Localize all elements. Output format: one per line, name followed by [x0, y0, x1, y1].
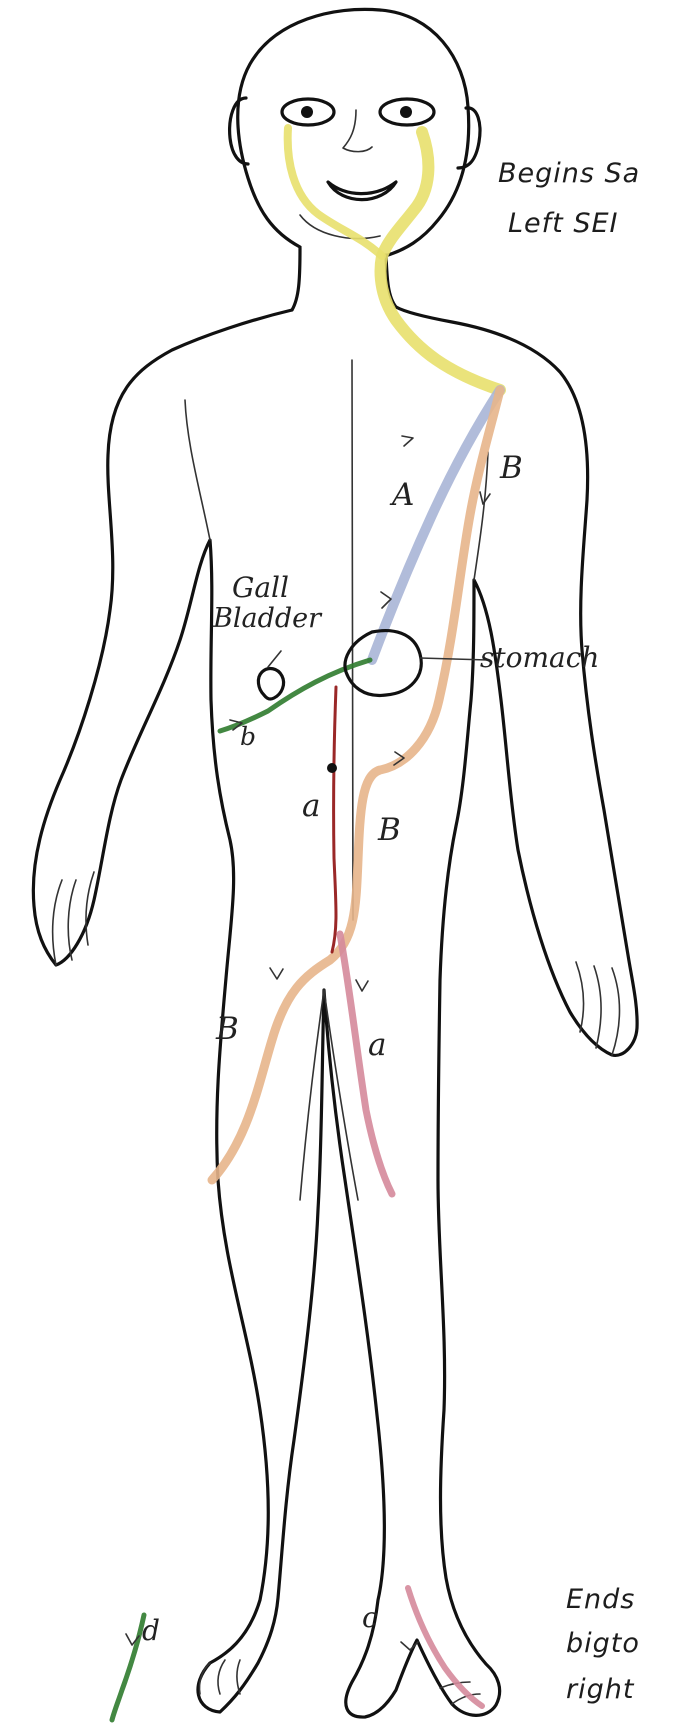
- begins-label-line1: Begins Sa: [498, 158, 640, 189]
- nose: [343, 110, 372, 152]
- label-b-left-leg: B: [215, 1011, 239, 1047]
- torso-left-inner: [185, 400, 210, 540]
- midline: [352, 360, 353, 920]
- ends-label-line1: Ends: [566, 1584, 635, 1615]
- meridian-pink-a: [340, 934, 392, 1194]
- meridian-red-a: [332, 687, 336, 952]
- stomach-label: stomach: [480, 641, 599, 674]
- gall-bladder-icon: [258, 669, 283, 699]
- mouth: [328, 182, 396, 200]
- gall-pointer: [268, 651, 281, 667]
- eye-right-pupil: [400, 106, 412, 118]
- eye-left-pupil: [301, 106, 313, 118]
- meridian-blue-a: [372, 390, 500, 660]
- meridian-green-foot: [112, 1615, 144, 1720]
- point-marker: [327, 763, 337, 773]
- neck-left: [292, 248, 300, 310]
- label-a-right-leg: a: [368, 1027, 386, 1063]
- label-d-foot: d: [142, 1614, 160, 1647]
- meridian-green-b: [220, 660, 370, 731]
- label-b-gall: b: [240, 722, 256, 751]
- arrow-head-e: [270, 968, 283, 979]
- label-c-foot: c: [362, 1601, 378, 1634]
- arrow-head-f: [356, 980, 368, 991]
- body-outline: [33, 307, 637, 1717]
- stomach-pointer: [420, 658, 488, 660]
- gall-label-line2: Bladder: [212, 603, 323, 634]
- label-b-middle: B: [377, 812, 401, 848]
- label-a-trunk: a: [302, 788, 320, 824]
- ends-label-line2: bigto: [566, 1628, 640, 1659]
- meridian-yellow-face: [381, 132, 500, 390]
- label-b-upper: B: [499, 450, 523, 486]
- arrow-head-a: [402, 436, 413, 446]
- label-a-upper: A: [389, 477, 414, 513]
- begins-label-line2: Left SEI: [508, 208, 619, 239]
- gall-label-line1: Gall: [232, 571, 289, 604]
- foot-left-toes: [199, 1660, 240, 1694]
- hand-right-fingers: [576, 962, 620, 1055]
- ends-label-line3: right: [566, 1674, 635, 1705]
